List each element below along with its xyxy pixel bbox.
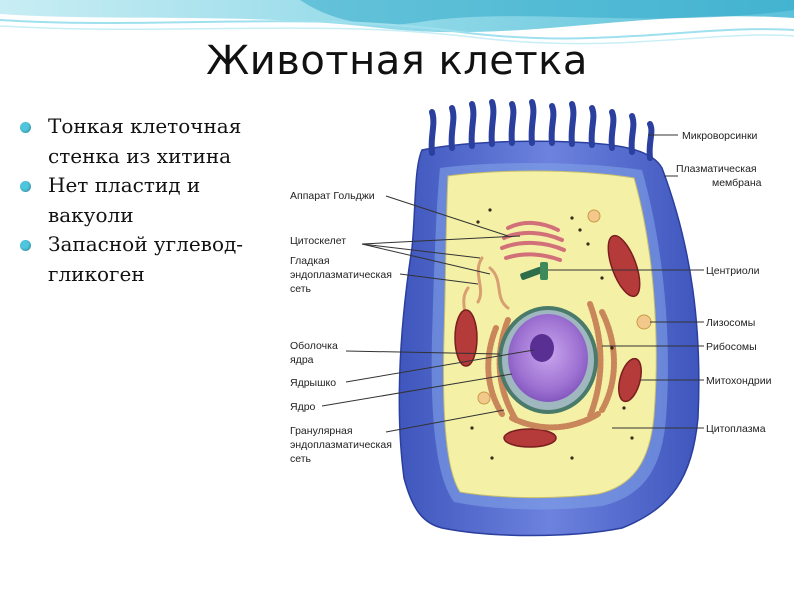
bullet-item: Запасной углевод-гликоген (20, 230, 270, 289)
label-nuclear-envelope: Оболочка (290, 340, 338, 352)
bullet-item: Нет пластид и вакуоли (20, 171, 270, 230)
label-plasma-membrane: мембрана (712, 177, 762, 189)
label-smooth-er: Гладкая (290, 255, 330, 267)
bullet-icon (20, 122, 31, 133)
label-ribosomes: Рибосомы (706, 341, 757, 353)
animal-cell-diagram: Микроворсинки Плазматическая мембрана Ап… (272, 98, 782, 538)
bullet-icon (20, 240, 31, 251)
label-nucleus: Ядро (290, 401, 316, 413)
label-microvilli: Микроворсинки (682, 130, 758, 142)
label-smooth-er: сеть (290, 283, 312, 295)
label-rough-er: Гранулярная (290, 425, 353, 437)
label-rough-er: эндоплазматическая (290, 439, 392, 451)
label-golgi: Аппарат Гольджи (290, 190, 375, 202)
label-nucleolus: Ядрышко (290, 377, 336, 389)
slide-title: Животная клетка (0, 38, 794, 84)
bullet-text: Тонкая клеточная стенка из хитина (48, 114, 241, 168)
label-centrioles: Центриоли (706, 265, 760, 277)
bullet-text: Нет пластид и вакуоли (48, 173, 200, 227)
label-mitochondria: Митохондрии (706, 375, 772, 387)
nucleolus (530, 334, 554, 362)
label-nuclear-envelope: ядра (290, 354, 314, 366)
label-lysosomes: Лизосомы (706, 317, 755, 329)
bullet-text: Запасной углевод-гликоген (48, 232, 243, 286)
bullet-list: Тонкая клеточная стенка из хитина Нет пл… (20, 112, 270, 289)
bullet-item: Тонкая клеточная стенка из хитина (20, 112, 270, 171)
label-plasma-membrane: Плазматическая (676, 163, 757, 175)
bullet-icon (20, 181, 31, 192)
label-cytoskeleton: Цитоскелет (290, 235, 346, 247)
label-rough-er: сеть (290, 453, 312, 465)
label-smooth-er: эндоплазматическая (290, 269, 392, 281)
label-cytoplasm: Цитоплазма (706, 423, 766, 435)
